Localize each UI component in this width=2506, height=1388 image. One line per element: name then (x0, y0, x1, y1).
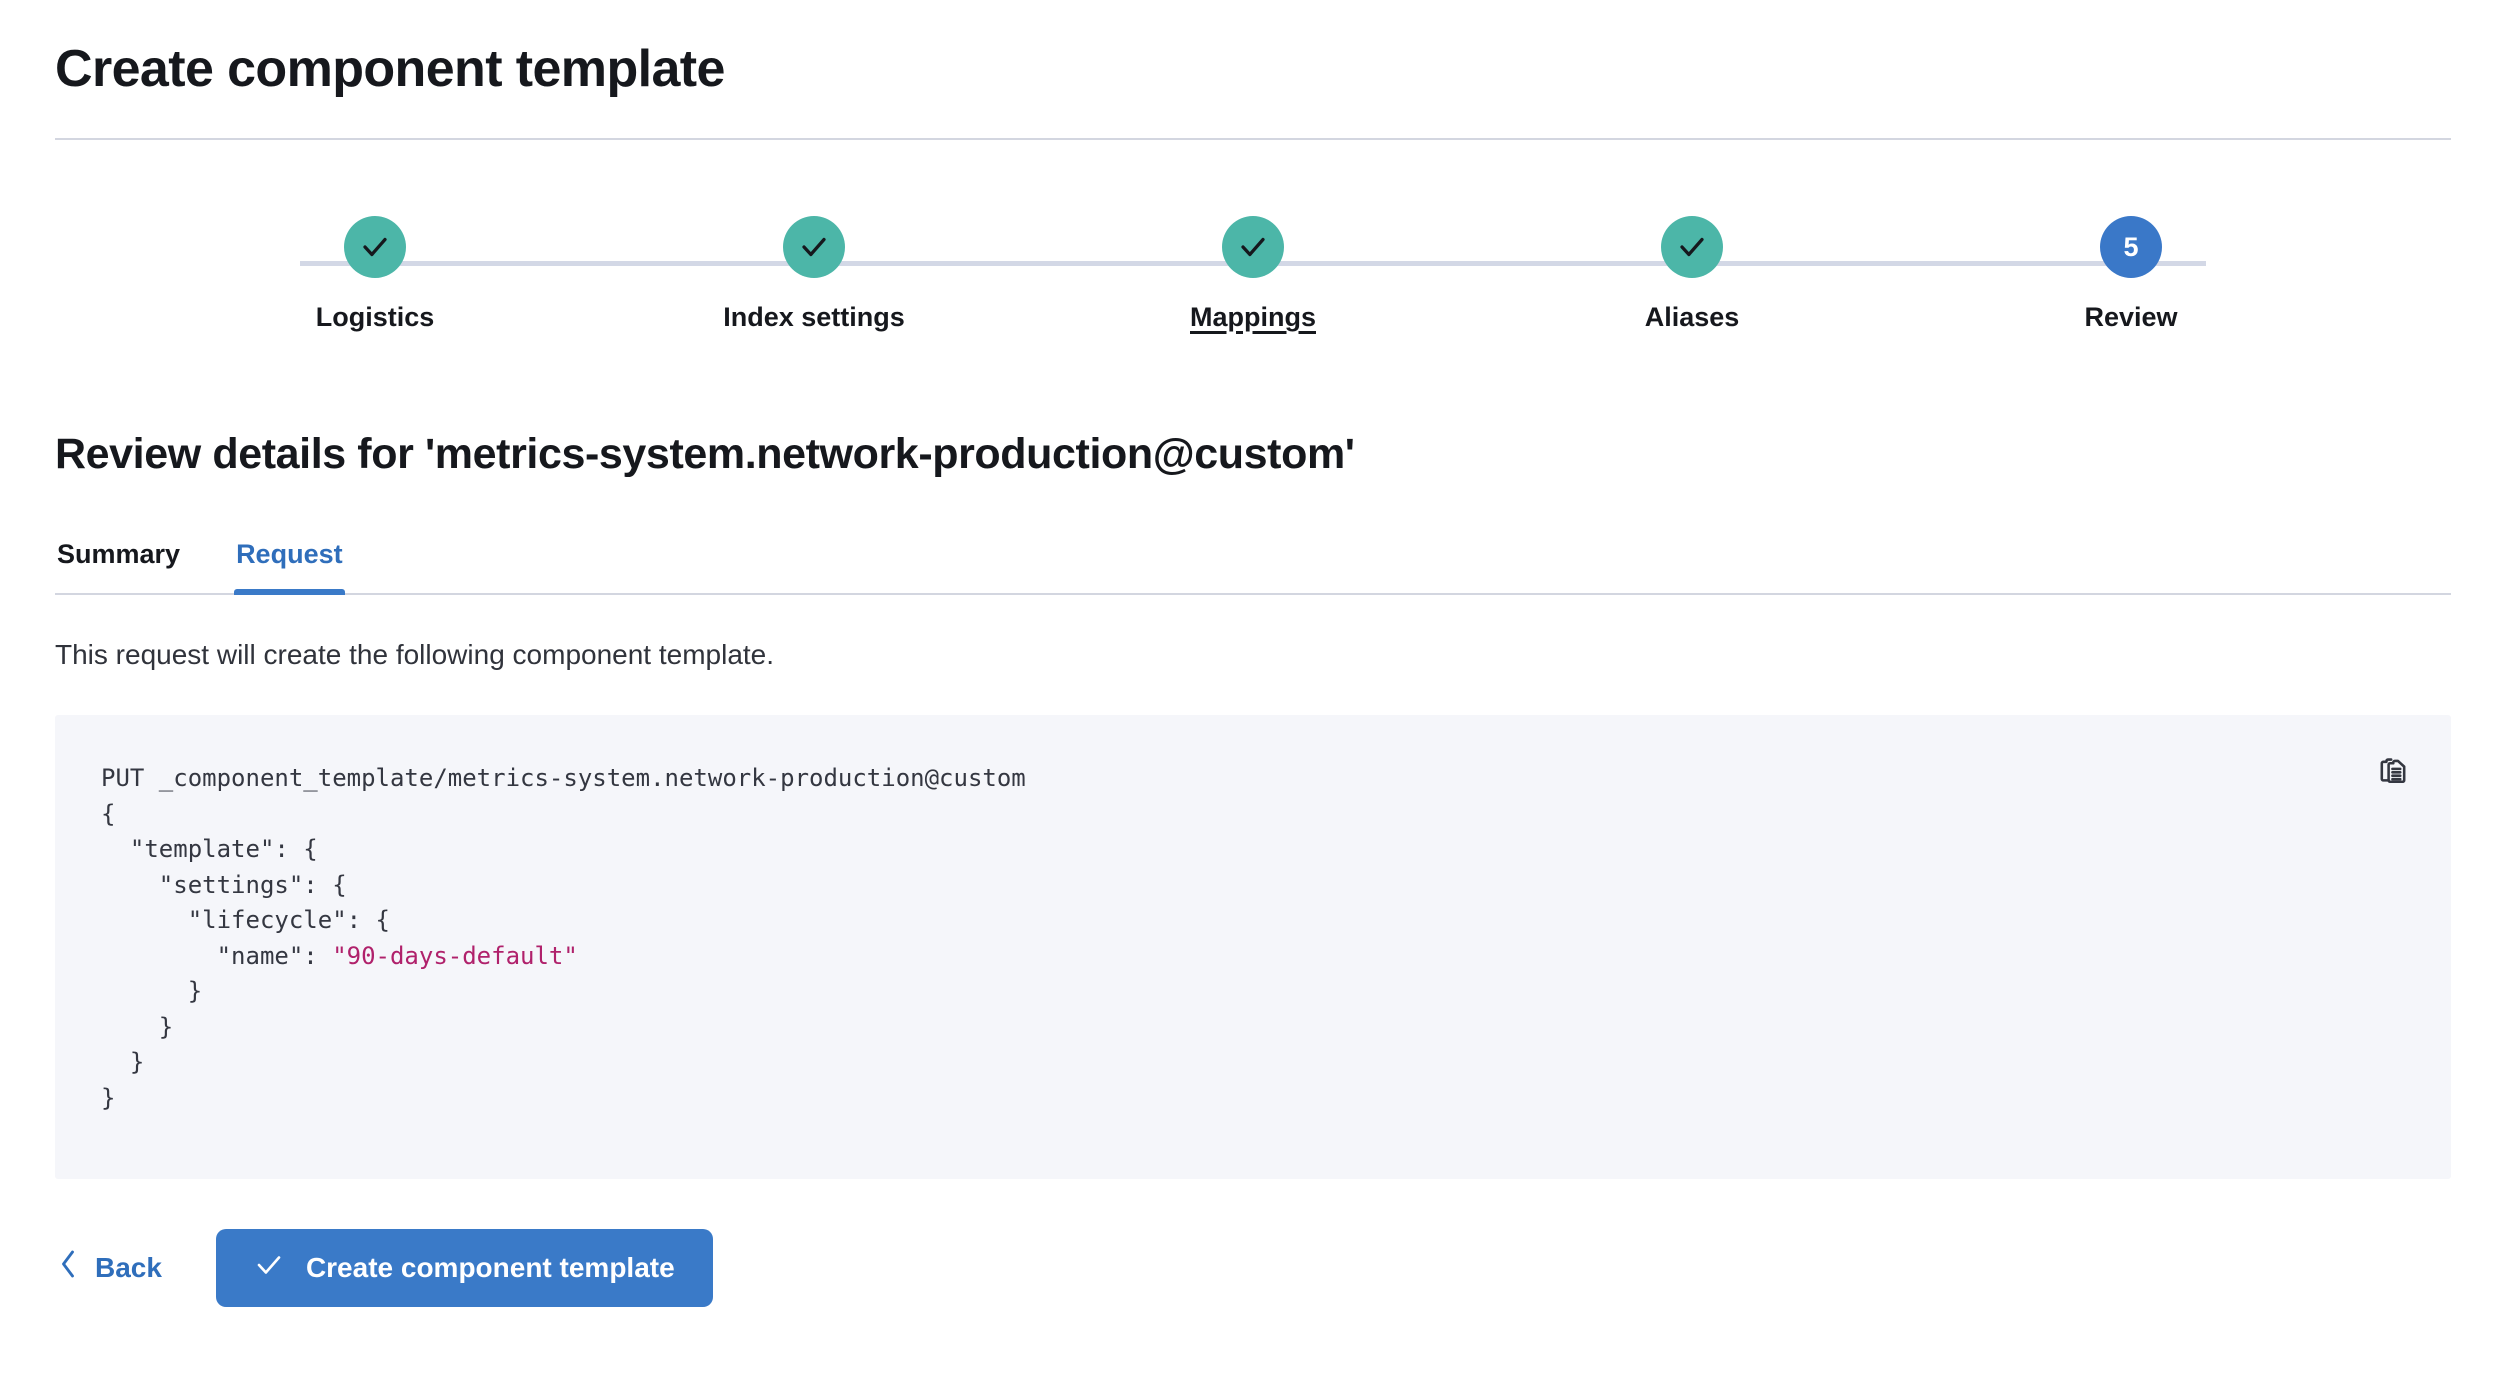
step-label-mappings: Mappings (1190, 302, 1316, 332)
review-heading: Review details for 'metrics-system.netwo… (55, 430, 1355, 478)
wizard-footer: Back Create component template (55, 1229, 2451, 1307)
code-request-line: PUT _component_template/metrics-system.n… (101, 764, 1026, 792)
create-component-template-button[interactable]: Create component template (215, 1229, 713, 1307)
check-icon (1238, 232, 1268, 262)
step-review[interactable]: 5 Review (2006, 216, 2256, 334)
wizard-stepper: Logistics Index settings Mappings (55, 216, 2451, 351)
step-bubble-index-settings (783, 216, 845, 278)
back-button[interactable]: Back (55, 1245, 164, 1291)
chevron-left-icon (57, 1249, 79, 1287)
code-body-before: { "template": { "settings": { "lifecycle… (101, 799, 390, 970)
code-string-value: "90-days-default" (332, 941, 578, 970)
step-bubble-mappings (1222, 216, 1284, 278)
step-bubble-logistics (344, 216, 406, 278)
step-index-settings[interactable]: Index settings (689, 216, 939, 334)
step-bubble-aliases (1661, 216, 1723, 278)
check-icon (254, 1250, 284, 1287)
request-code-block: PUT _component_template/metrics-system.n… (55, 715, 2451, 1179)
request-code: PUT _component_template/metrics-system.n… (55, 761, 2451, 1116)
header-divider (55, 138, 2451, 140)
check-icon (1677, 232, 1707, 262)
step-logistics[interactable]: Logistics (250, 216, 500, 334)
copy-clipboard-icon[interactable] (2371, 751, 2415, 795)
tab-summary[interactable]: Summary (55, 537, 182, 593)
tab-request[interactable]: Request (234, 537, 345, 595)
check-icon (799, 232, 829, 262)
request-description: This request will create the following c… (55, 639, 775, 670)
code-body-after: } } } } (101, 977, 203, 1112)
step-label-logistics: Logistics (315, 302, 435, 332)
step-mappings[interactable]: Mappings (1128, 216, 1378, 334)
create-component-template-label: Create component template (305, 1252, 675, 1283)
step-aliases[interactable]: Aliases (1567, 216, 1817, 334)
step-label-review: Review (2084, 302, 2178, 332)
check-icon (360, 232, 390, 262)
page-title: Create component template (55, 40, 725, 98)
step-bubble-review: 5 (2100, 216, 2162, 278)
step-label-index-settings: Index settings (723, 302, 905, 332)
step-label-aliases: Aliases (1644, 302, 1740, 332)
stepper-steps: Logistics Index settings Mappings (55, 216, 2451, 334)
review-tabs: Summary Request (55, 537, 2451, 595)
back-button-label: Back (95, 1252, 162, 1283)
